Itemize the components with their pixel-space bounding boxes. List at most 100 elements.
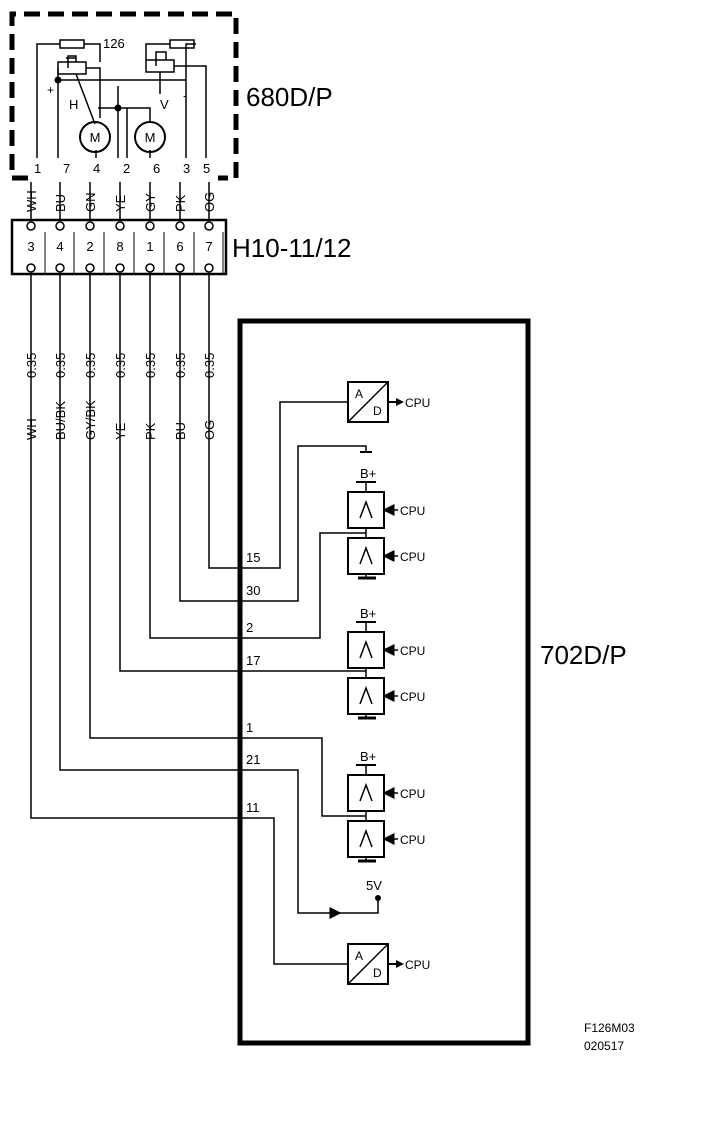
motor-v-symbol: M: [145, 130, 156, 145]
harness-wire: [119, 274, 240, 672]
wire-size-label: 0.35: [113, 353, 128, 378]
ecu-702dp-boundary: [237, 318, 531, 1046]
signal-wire: [240, 445, 367, 602]
transistor-symbol: [359, 782, 373, 802]
ecu-pin-number: 11: [246, 800, 260, 815]
wire-size-label: 0.35: [53, 353, 68, 378]
junction-dot: [375, 895, 381, 901]
resistor-icon: [169, 39, 195, 49]
connector-pin-number: 8: [116, 239, 123, 254]
pot-v-loop: [145, 43, 196, 158]
cpu-label: CPU: [405, 958, 430, 972]
connector-pin-icon: [175, 221, 185, 231]
transistor-switch-icon: [347, 537, 385, 575]
pot-h-resistor: [57, 61, 87, 75]
connector-pin-number: 6: [176, 239, 183, 254]
ecu-702dp-label: 702D/P: [540, 640, 627, 670]
resistor-icon: [59, 39, 85, 49]
ecu-pin-number: 15: [246, 550, 260, 565]
wire-color-label: OG: [202, 420, 217, 440]
pot-h-wiper: [66, 55, 77, 68]
transistor-symbol: [359, 545, 373, 565]
cpu-label: CPU: [400, 550, 425, 564]
wire-size-label: 0.35: [24, 353, 39, 378]
connector-pin-icon: [204, 263, 214, 273]
ad-divider: [347, 381, 389, 423]
pot-v-resistor: [145, 59, 175, 73]
motor-v-label: V: [160, 97, 169, 112]
cpu-label: CPU: [405, 396, 430, 410]
signal-wire: [240, 737, 366, 817]
ecu-pin-number: 30: [246, 583, 260, 598]
transistor-symbol: [359, 639, 373, 659]
junction-dot: [114, 104, 122, 112]
ad-a-label: A: [355, 387, 363, 401]
signal-wire: [340, 900, 379, 914]
plus-label: +: [47, 83, 54, 97]
connector-pin-icon: [85, 221, 95, 231]
top-pin-number: 2: [123, 161, 130, 176]
cpu-label: CPU: [400, 787, 425, 801]
ad-divider: [347, 943, 389, 985]
harness-wire: [89, 274, 240, 739]
signal-wire: [240, 817, 348, 965]
cpu-label: CPU: [400, 644, 425, 658]
transistor-switch-icon: [347, 491, 385, 529]
bplus-label: B+: [360, 466, 376, 481]
motor-h-symbol: M: [90, 130, 101, 145]
minus-label: -: [183, 88, 187, 103]
motor-h-icon: [79, 121, 111, 153]
ecu-pin-number: 1: [246, 720, 253, 735]
ecu-pin-number: 17: [246, 653, 260, 668]
transistor-symbol: [359, 685, 373, 705]
component-680dp: [9, 11, 239, 181]
wire-size-label: 0.35: [173, 353, 188, 378]
harness-wire: [149, 274, 240, 639]
pot-h-loop: [36, 43, 101, 158]
transistor-switch-icon: [347, 820, 385, 858]
top-pin-number: 3: [183, 161, 190, 176]
connector-body: [10, 218, 228, 276]
connector-pin-icon: [26, 263, 36, 273]
harness-wire: [208, 274, 240, 569]
ad-d-label: D: [373, 404, 382, 418]
connector-pin-number: 4: [56, 239, 63, 254]
connector-h10: [10, 218, 228, 276]
top-pin-number: 6: [153, 161, 160, 176]
connector-pin-icon: [85, 263, 95, 273]
ref-code: F126M03: [584, 1021, 635, 1035]
connector-pin-icon: [115, 221, 125, 231]
ad-a-label: A: [355, 949, 363, 963]
top-pin-number: 7: [63, 161, 70, 176]
wire-size-label: 0.35: [83, 353, 98, 378]
connector-pin-icon: [55, 221, 65, 231]
five-v-label: 5V: [366, 878, 382, 893]
top-pin-number: 4: [93, 161, 100, 176]
ref-date: 020517: [584, 1039, 624, 1053]
wire-size-label: 0.35: [202, 353, 217, 378]
connector-pin-icon: [204, 221, 214, 231]
connector-pin-icon: [115, 263, 125, 273]
wire-color-label: BU/BK: [53, 401, 68, 440]
ecu-pin-number: 21: [246, 752, 260, 767]
connector-pin-number: 2: [86, 239, 93, 254]
motor-h-label: H: [69, 97, 78, 112]
dashed-boundary: [9, 11, 239, 181]
wire-color-label: YE: [113, 422, 128, 440]
transistor-switch-icon: [347, 631, 385, 669]
transistor-symbol: [359, 499, 373, 519]
wire-size-label: 0.35: [143, 353, 158, 378]
pot-v-legs: [159, 65, 207, 158]
component-680dp-label: 680D/P: [246, 82, 333, 112]
harness-wire: [179, 274, 240, 602]
bplus-label: B+: [360, 606, 376, 621]
transistor-switch-icon: [347, 677, 385, 715]
ad-d-label: D: [373, 966, 382, 980]
connector-pin-icon: [145, 263, 155, 273]
wire-color-label: WH: [24, 418, 39, 440]
connector-pin-icon: [145, 221, 155, 231]
arrow-right-icon: [396, 960, 404, 968]
